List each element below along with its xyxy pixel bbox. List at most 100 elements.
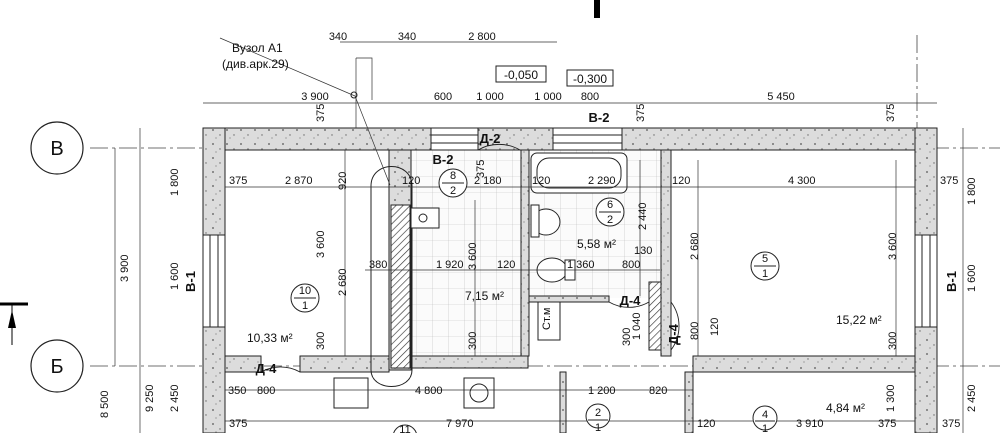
room-10-area: 10,33 м² (247, 331, 293, 345)
window-openings (202, 127, 938, 328)
label-b2-top: В-2 (589, 110, 610, 125)
room-8-num: 8 (450, 170, 456, 182)
level-mark-left-box (495, 65, 547, 83)
left-dimensions: 1 800 3 900 1 600 9 250 8 500 2 450 (99, 168, 181, 418)
r6-1360: 1 360 (567, 259, 595, 271)
r6-120: 120 (532, 175, 550, 187)
r6-1040: 1 040 (631, 312, 643, 340)
dim-1000-a: 1 000 (476, 91, 504, 103)
b-350: 350 (228, 385, 246, 397)
room-6-area: 5,58 м² (577, 237, 616, 251)
room-5-area: 15,22 м² (836, 313, 882, 327)
dim-1000-b: 1 000 (534, 91, 562, 103)
r6-2290: 2 290 (588, 175, 616, 187)
room-5-den: 1 (762, 268, 768, 280)
b-4800: 4 800 (415, 385, 443, 397)
r10-300: 300 (315, 332, 327, 350)
right-dim-1800: 1 800 (966, 177, 978, 205)
room-10-num: 10 (299, 285, 311, 297)
room-11-num: 11 (399, 424, 410, 433)
r5-300: 300 (887, 332, 899, 350)
label-b1-right: В-1 (944, 271, 959, 292)
level-mark-right-box (566, 69, 614, 87)
r6-800: 800 (622, 259, 640, 271)
b-375-r: 375 (878, 418, 896, 430)
dim-375-b: 375 (635, 104, 647, 122)
r5-800: 800 (689, 322, 701, 340)
b-375-rr: 375 (942, 418, 960, 430)
section-marker (594, 0, 600, 18)
room-8: 8 2 7,15 м² (438, 168, 504, 303)
b-120: 120 (697, 418, 715, 430)
level-mark-left: -0,050 (504, 68, 538, 82)
room-10: 10 1 10,33 м² (247, 283, 320, 345)
room-6: 6 2 5,58 м² (577, 197, 625, 251)
r8-2180: 2 180 (474, 175, 502, 187)
dim-340-a: 340 (329, 31, 347, 43)
label-d4-left: Д-4 (256, 361, 278, 376)
r8-380: 380 (369, 259, 387, 271)
axis-marker-b: Б (30, 339, 84, 393)
room-2-num: 2 (595, 407, 601, 419)
label-b1-left: В-1 (183, 271, 198, 292)
dim-340-b: 340 (398, 31, 416, 43)
dim-375-a: 375 (315, 104, 327, 122)
opening-labels: В-2 Д-2 В-2 В-1 В-1 Д-4 Д-4 Д-4 (183, 110, 959, 376)
left-dim-2450: 2 450 (169, 384, 181, 412)
dimension-lines (114, 37, 964, 433)
room-5: 5 1 15,22 м² (750, 251, 882, 327)
right-dim-2450: 2 450 (966, 384, 978, 412)
r5-4300: 4 300 (788, 175, 816, 187)
section-cut-marker (0, 302, 28, 345)
r10-920: 920 (337, 172, 349, 190)
room-2-den: 1 (595, 422, 601, 433)
room-8-area: 7,15 м² (465, 289, 504, 303)
dim-375-c: 375 (885, 104, 897, 122)
b-3910: 3 910 (796, 418, 824, 430)
axis-marker-v: В (30, 121, 84, 175)
b-375: 375 (229, 418, 247, 430)
b-820: 820 (649, 385, 667, 397)
r5-120: 120 (672, 175, 690, 187)
right-dimensions: 1 800 1 600 2 450 375 (940, 175, 978, 412)
label-d4-bath: Д-4 (620, 293, 642, 308)
b-1300: 1 300 (885, 384, 897, 412)
axis-label-b: Б (50, 356, 63, 378)
room-4-num: 4 (762, 409, 768, 421)
top-dimensions: 340 340 2 800 3 900 600 1 000 1 000 800 … (301, 31, 897, 122)
axis-label-v: В (50, 138, 63, 160)
right-dim-1600: 1 600 (966, 264, 978, 292)
room-4-den: 1 (762, 423, 768, 433)
node-callout-line2: (див.арк.29) (222, 57, 289, 71)
r6-300: 300 (621, 328, 633, 346)
room-8-den: 2 (450, 185, 456, 197)
room-4: 4 1 4,84 м² (752, 401, 865, 433)
r8-375: 375 (475, 160, 487, 178)
b-1200: 1 200 (588, 385, 616, 397)
dim-5450: 5 450 (767, 91, 795, 103)
r6-2440: 2 440 (637, 202, 649, 230)
room-6-den: 2 (607, 214, 613, 226)
label-b2-kitchen: В-2 (433, 152, 454, 167)
r6-130: 130 (634, 245, 652, 257)
room-2: 2 1 (585, 403, 611, 433)
label-d2-top: Д-2 (480, 131, 501, 146)
room-4-area: 4,84 м² (826, 401, 865, 415)
b-800: 800 (257, 385, 275, 397)
label-d4-vertical: Д-4 (666, 323, 681, 345)
node-callout-point (350, 91, 358, 99)
room-6-num: 6 (607, 199, 613, 211)
r8-300: 300 (467, 332, 479, 350)
level-mark-right: -0,300 (573, 72, 607, 86)
walls (202, 127, 938, 433)
fixtures (333, 152, 628, 409)
r8-1920: 1 920 (436, 259, 464, 271)
dim-3900: 3 900 (301, 91, 329, 103)
inner-dimensions: 375 2 870 920 3 600 2 680 300 120 2 180 … (228, 160, 960, 430)
room-10-den: 1 (302, 300, 308, 312)
right-dim-375: 375 (940, 175, 958, 187)
r5-3600: 3 600 (887, 232, 899, 260)
left-dim-8500: 8 500 (99, 390, 111, 418)
label-ct-m: Ст.м (541, 308, 553, 330)
r5-120b: 120 (709, 318, 721, 336)
